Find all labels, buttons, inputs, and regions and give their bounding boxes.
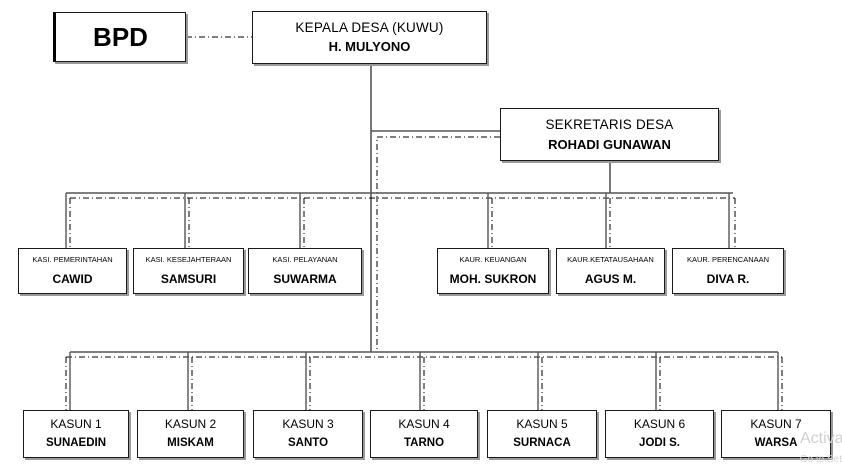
staff-drops-dashdot [69, 198, 736, 248]
kaur-title: KAUR.KETATAUSAHAAN [567, 255, 654, 264]
kasun-title: KASUN 6 [633, 417, 686, 431]
kasi-name: SAMSURI [160, 272, 217, 286]
kaur-name: DIVA R. [706, 272, 750, 286]
kasun-name: SURNACA [513, 437, 571, 449]
activation-watermark-sub: Go to Set [799, 454, 842, 465]
kepala-desa-name: H. MULYONO [328, 39, 411, 54]
kaur-title: KAUR. KEUANGAN [459, 255, 527, 264]
kasun-drops-dashdot [65, 357, 783, 410]
kasun-title: KASUN 1 [50, 417, 102, 431]
kasun-title: KASUN 7 [750, 417, 802, 431]
kasi-pelayanan-box: KASI. PELAYANAN SUWARMA [248, 248, 362, 294]
kasi-title: KASI. PELAYANAN [272, 255, 338, 264]
kasun-name: TARNO [403, 437, 445, 449]
kasun-title: KASUN 2 [164, 417, 217, 431]
activation-watermark: Activat [799, 430, 842, 447]
bpd-label: BPD [93, 22, 148, 52]
kasun-1-box: KASUN 1 SUNAEDIN [23, 410, 129, 458]
kasun-6-box: KASUN 6 JODI S. [605, 410, 714, 458]
sekretaris-desa-title: SEKRETARIS DESA [545, 117, 674, 132]
sekretaris-desa-name: ROHADI GUNAWAN [548, 137, 671, 152]
kasun-title: KASUN 5 [516, 417, 568, 431]
sekretaris-dashdot [376, 136, 500, 352]
kasi-title: KASI. PEMERINTAHAN [32, 255, 113, 264]
kasun-name: MISKAM [167, 437, 214, 449]
kaur-name: MOH. SUKRON [449, 272, 537, 286]
sekretaris-desa-box: SEKRETARIS DESA ROHADI GUNAWAN [500, 108, 719, 161]
kasun-name: SANTO [287, 437, 329, 449]
kaur-ketatausahaan-box: KAUR.KETATAUSAHAAN AGUS M. [556, 248, 665, 294]
kasi-name: SUWARMA [273, 272, 337, 286]
kasi-name: CAWID [52, 272, 93, 286]
kasi-pemerintahan-box: KASI. PEMERINTAHAN CAWID [18, 248, 127, 294]
kasi-kesejahteraan-box: KASI. KESEJAHTERAAN SAMSURI [133, 248, 244, 294]
kepala-desa-box: KEPALA DESA (KUWU) H. MULYONO [252, 11, 487, 64]
kasun-name: JODI S. [639, 437, 680, 449]
kasun-title: KASUN 4 [398, 417, 450, 431]
bpd-box: BPD [53, 12, 186, 62]
kasun-name: SUNAEDIN [45, 437, 107, 449]
kaur-name: AGUS M. [584, 272, 637, 286]
kasun-4-box: KASUN 4 TARNO [370, 410, 478, 458]
kasun-7-box: KASUN 7 WARSA [721, 410, 831, 458]
kasun-name: WARSA [754, 437, 798, 449]
kasun-5-box: KASUN 5 SURNACA [487, 410, 597, 458]
kasi-title: KASI. KESEJAHTERAAN [145, 255, 232, 264]
kaur-keuangan-box: KAUR. KEUANGAN MOH. SUKRON [437, 248, 549, 294]
kasun-3-box: KASUN 3 SANTO [253, 410, 363, 458]
kepala-desa-title: KEPALA DESA (KUWU) [295, 20, 444, 35]
kaur-title: KAUR. PERENCANAAN [686, 255, 770, 264]
kaur-perencanaan-box: KAUR. PERENCANAAN DIVA R. [672, 248, 784, 294]
staff-drops [65, 193, 730, 248]
kasun-drops [69, 352, 779, 410]
kasun-2-box: KASUN 2 MISKAM [137, 410, 244, 458]
kasun-title: KASUN 3 [282, 417, 334, 431]
